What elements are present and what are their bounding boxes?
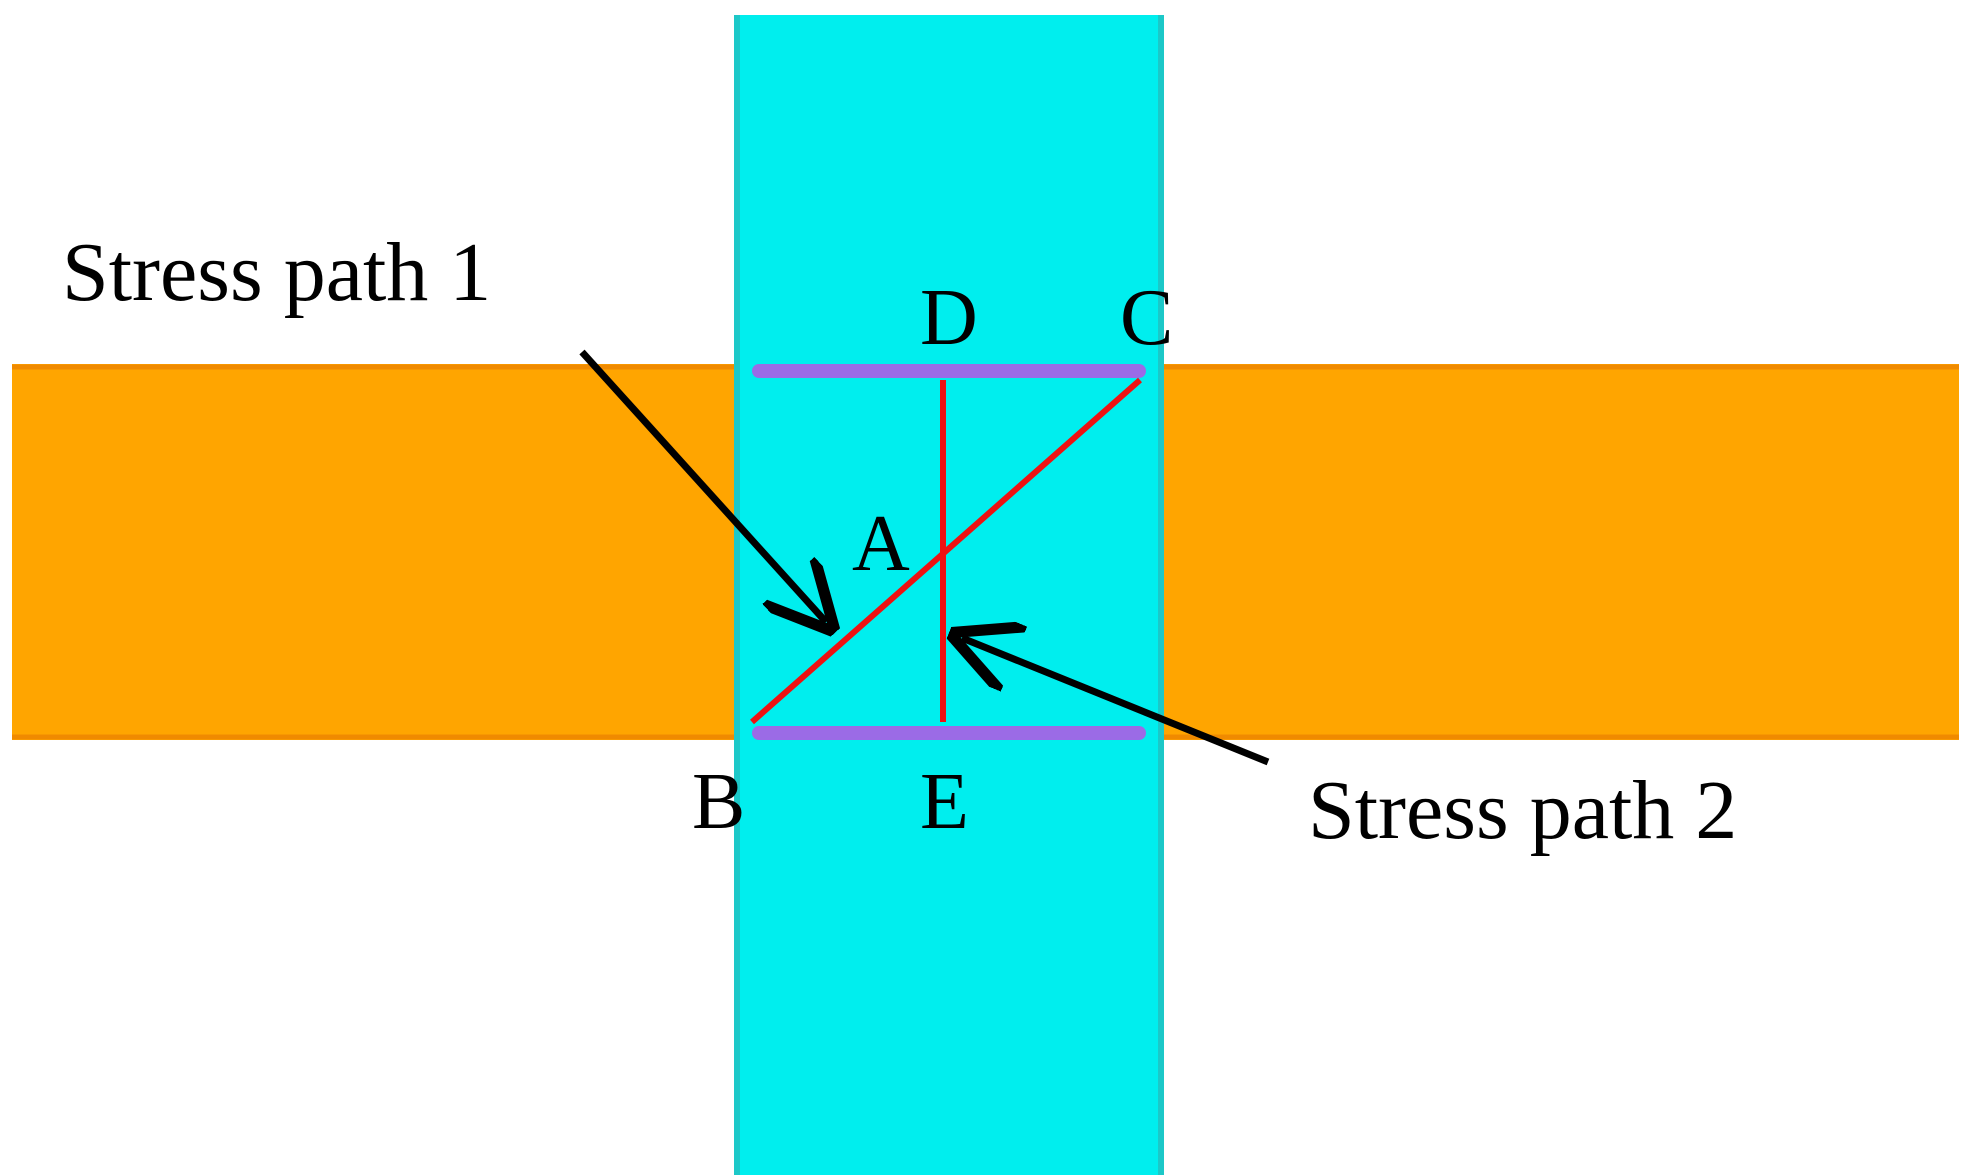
top-plate: [752, 364, 1146, 378]
bottom-plate: [752, 726, 1146, 740]
point-e-label: E: [920, 758, 969, 846]
point-d-label: D: [920, 274, 978, 362]
beam-right: [1162, 364, 1959, 740]
point-a-label: A: [852, 500, 910, 588]
stress-path-2-label: Stress path 2: [1308, 764, 1737, 857]
point-b-label: B: [692, 758, 745, 846]
stress-path-2-arrow: [962, 638, 1270, 766]
beam-left: [12, 364, 737, 740]
stress-path-1-label: Stress path 1: [62, 226, 491, 319]
stress-path-1-arrow: [579, 349, 826, 622]
point-c-label: C: [1120, 274, 1173, 362]
